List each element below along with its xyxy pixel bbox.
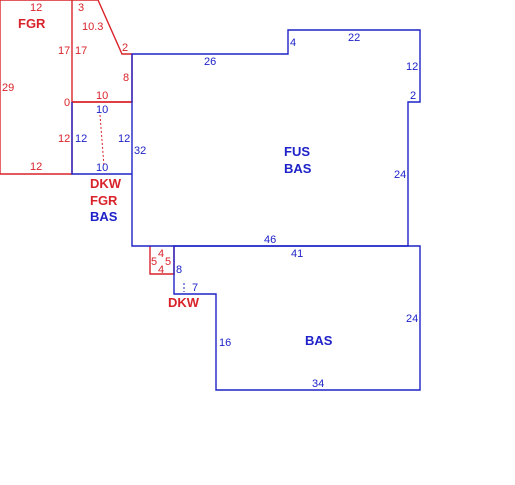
red-outlines xyxy=(0,0,185,292)
dim-dkw-top: 10 xyxy=(96,90,108,102)
dim-dkw-left-red: 12 xyxy=(58,133,70,145)
blue-outlines xyxy=(71,29,421,391)
dim-dkw-bottom: 10 xyxy=(96,162,108,174)
dim-slant-top: 3 xyxy=(78,2,84,14)
dim-fus-top-right: 22 xyxy=(348,32,360,44)
fus-label: FUS xyxy=(284,144,310,159)
dim-bas-bottom: 34 xyxy=(312,378,324,390)
dim-fus-notch: 2 xyxy=(410,90,416,102)
dkw-dotted-line xyxy=(99,114,105,167)
dim-fus-left: 32 xyxy=(134,145,146,157)
dim-dkw2-left: 5 xyxy=(151,256,157,268)
dim-slant-inner: 17 xyxy=(75,45,87,57)
dim-dkw-right: 12 xyxy=(118,133,130,145)
dim-dkw-left: 12 xyxy=(75,133,87,145)
dim-fgr-top: 12 xyxy=(30,2,42,14)
bas-lower-label: BAS xyxy=(305,333,333,348)
dim-bas-right: 24 xyxy=(406,313,418,325)
dim-slant-len: 10.3 xyxy=(82,21,103,33)
fgr-label: FGR xyxy=(18,16,46,31)
dim-dkw2-bottom: 4 xyxy=(158,264,164,276)
dim-fus-right-lower: 24 xyxy=(394,169,406,181)
bas-lower-outline xyxy=(173,245,421,391)
dim-fus-top-left: 26 xyxy=(204,56,216,68)
dim-fgr-right: 17 xyxy=(58,45,70,57)
dim-bas-left: 16 xyxy=(219,337,231,349)
dim-fus-right-upper: 12 xyxy=(406,61,418,73)
fus-bas-outline xyxy=(131,29,421,247)
dim-dkw-mid: 10 xyxy=(96,104,108,116)
dim-bas-step-run: 7 xyxy=(192,282,198,294)
bas-upper-label: BAS xyxy=(284,161,312,176)
dim-fus-step-small: 4 xyxy=(290,37,296,49)
dim-dkw2-top: 4 xyxy=(158,248,164,260)
dkw-upper-label: DKW xyxy=(90,176,122,191)
dim-bas-small-step: 8 xyxy=(176,264,182,276)
fgr-middle-label: FGR xyxy=(90,193,118,208)
dim-bas-top: 41 xyxy=(291,248,303,260)
dim-slant-bottom: 2 xyxy=(122,42,128,54)
dkw-lower-label: DKW xyxy=(168,295,200,310)
bas-middle-label: BAS xyxy=(90,209,118,224)
dim-zero: 0 xyxy=(64,97,70,109)
dim-dkw2-right: 5 xyxy=(165,256,171,268)
dkw-blue-box xyxy=(71,102,132,175)
dim-fgr-bottom: 12 xyxy=(30,161,42,173)
dim-fus-bottom: 46 xyxy=(264,234,276,246)
dim-fgr-left: 29 xyxy=(2,82,14,94)
dim-dkw-right-top: 8 xyxy=(123,72,129,84)
